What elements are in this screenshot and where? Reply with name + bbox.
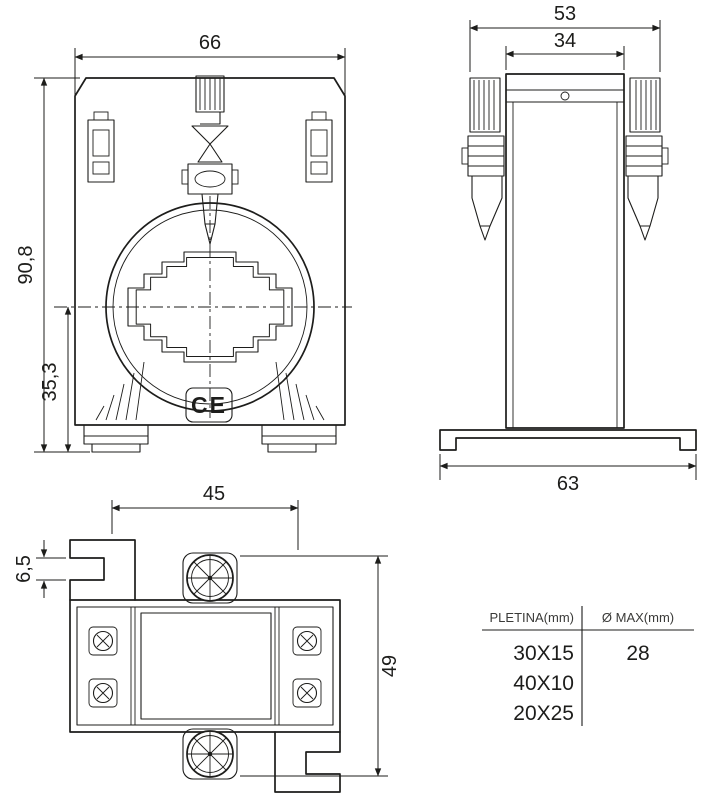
front-body: [74, 77, 346, 453]
bottom-dim-depth-label: 49: [379, 655, 401, 677]
bottom-dim-width-label: 45: [203, 483, 225, 505]
side-clamp-left: [461, 77, 505, 241]
bottom-hook-top-left: [69, 539, 136, 601]
side-dim-body-width: 34: [505, 30, 625, 70]
ce-mark: CE: [185, 387, 233, 423]
front-dim-height-label: 90,8: [15, 246, 37, 285]
front-dim-lower-height-label: 35,3: [39, 363, 61, 402]
table-busbar-size-1: 30X15: [513, 642, 574, 665]
front-dim-width-label: 66: [199, 32, 221, 54]
front-hatch-right: [275, 361, 325, 421]
bottom-dim-width: 45: [111, 483, 299, 550]
side-body-column: [505, 73, 625, 429]
side-dim-base-width: 63: [439, 454, 697, 495]
bottom-dim-hook-slot-label: 6,5: [13, 555, 35, 583]
bottom-body: [69, 599, 341, 733]
bottom-view: 45 6,5: [13, 483, 401, 793]
bottom-screw-top: [182, 552, 238, 604]
bottom-dim-hook-slot: 6,5: [13, 540, 66, 598]
table-busbar-size-2: 40X10: [513, 672, 574, 695]
side-dim-overall-width-label: 53: [554, 3, 576, 25]
front-dim-width: 66: [74, 32, 346, 100]
corner-screw-icon: [88, 626, 118, 656]
side-view: 53 34: [439, 3, 697, 495]
corner-screw-icon: [292, 678, 322, 708]
side-dim-overall-width: 53: [469, 3, 661, 72]
table-header-max-diameter: Ø MAX(mm): [602, 610, 674, 625]
bottom-corner-screws: [88, 626, 322, 708]
side-base-plate: [439, 429, 697, 451]
front-dim-lower-height: 35,3: [39, 306, 72, 453]
side-dim-base-width-label: 63: [557, 473, 579, 495]
table-busbar-size-3: 20X25: [513, 702, 574, 725]
ce-mark-label: CE: [191, 392, 227, 418]
front-view: 66 90,8 35,3: [15, 32, 352, 453]
corner-screw-icon: [88, 678, 118, 708]
bottom-hook-bottom-right: [274, 731, 341, 793]
spec-table: PLETINA(mm) Ø MAX(mm) 30X15 40X10 20X25 …: [482, 606, 694, 726]
front-dim-height: 90,8: [15, 77, 90, 453]
table-header-busbar: PLETINA(mm): [490, 610, 575, 625]
bottom-screw-bottom: [182, 728, 238, 780]
bottom-window: [140, 612, 272, 720]
bottom-dim-depth: 49: [240, 555, 401, 777]
corner-screw-icon: [292, 626, 322, 656]
front-hatch-left: [95, 361, 145, 421]
front-clip-left: [87, 111, 115, 183]
table-max-diameter-value: 28: [626, 642, 649, 665]
front-aperture: [54, 196, 352, 418]
front-clip-right: [305, 111, 333, 183]
side-clamp-right: [625, 77, 669, 241]
front-mounting-screw: [181, 75, 239, 245]
side-dim-body-width-label: 34: [554, 30, 576, 52]
